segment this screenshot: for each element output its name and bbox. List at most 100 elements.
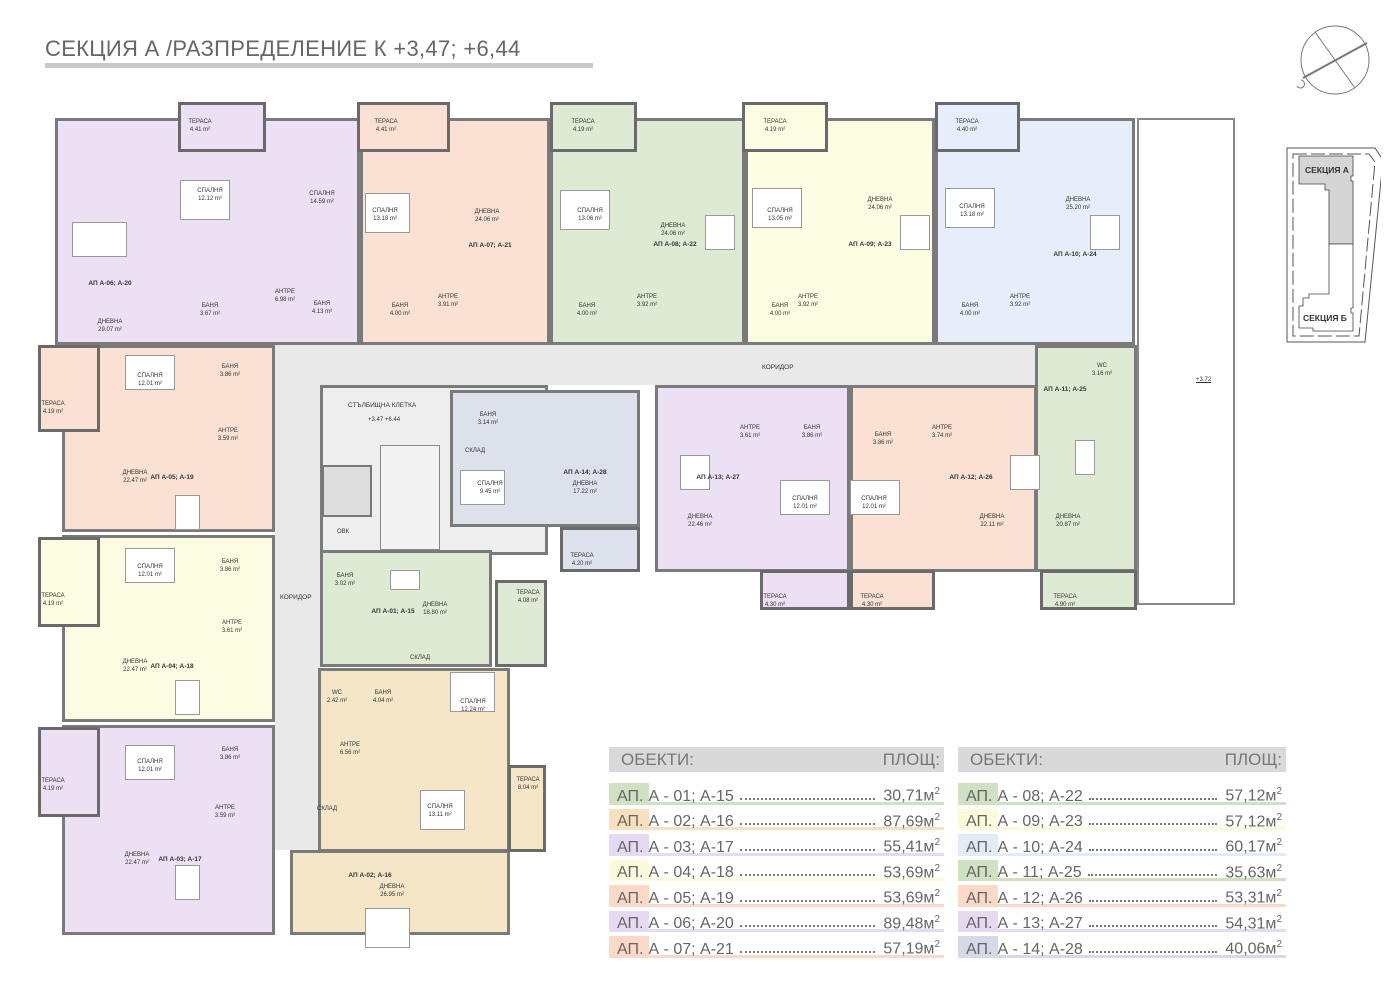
room-area: 22.47 m² xyxy=(123,667,147,673)
room-name: ДНЕВНА xyxy=(1055,514,1081,520)
legend-area-value: 53,31м xyxy=(1225,889,1277,907)
room-area: 24.06 m² xyxy=(661,231,685,237)
terrace xyxy=(935,102,1020,152)
room-name: БАНЯ xyxy=(221,364,239,370)
room-name: СКЛАД xyxy=(464,448,486,454)
dining-table xyxy=(900,215,930,250)
room-name: ТЕРАСА xyxy=(516,590,540,596)
legend-underline xyxy=(958,878,1286,881)
apartment-label: АП А-08; А-22 xyxy=(653,241,697,248)
terrace xyxy=(38,345,100,432)
legend-header-objects: ОБЕКТИ: xyxy=(621,749,694,769)
bed xyxy=(945,188,995,228)
bed xyxy=(460,470,505,505)
legend-swatch xyxy=(609,885,649,905)
legend-swatch xyxy=(609,783,649,803)
room-area: 18.80 m² xyxy=(423,610,447,616)
legend-leader xyxy=(1088,950,1218,953)
legend-area: 40,06м2 xyxy=(1225,939,1282,958)
room-area: 3.74 m² xyxy=(931,433,953,439)
legend-leader xyxy=(739,823,876,825)
legend-row: АП. А - 02; А-16 87,69м2 xyxy=(609,806,944,832)
room-area: 4.00 m² xyxy=(576,311,598,317)
legend-leader xyxy=(1088,797,1218,800)
room-name: ДНЕВНА xyxy=(979,514,1005,520)
room-name: СПАЛНЯ xyxy=(861,496,887,502)
room-name: СПАЛНЯ xyxy=(792,496,818,502)
room-name: ДНЕВНА xyxy=(422,602,448,608)
corridor-label: КОРИДОР xyxy=(280,594,312,601)
legend-area: 53,69м2 xyxy=(883,888,940,907)
room-area: 3.14 m² xyxy=(477,420,499,426)
room-area: 4.00 m² xyxy=(769,311,791,317)
room-area: 24.06 m² xyxy=(868,205,892,211)
roof-terrace xyxy=(1137,118,1235,605)
dining-table xyxy=(390,570,420,590)
room-name: СПАЛНЯ xyxy=(460,699,486,705)
room-name: СПАЛНЯ xyxy=(137,759,163,765)
room-area: 12.01 m² xyxy=(138,572,162,578)
bed xyxy=(125,745,175,780)
room-area: 13.05 m² xyxy=(768,216,792,222)
dining-table xyxy=(175,495,200,530)
legend-area: 87,69м2 xyxy=(883,812,940,831)
room-name: ДНЕВНА xyxy=(124,852,150,858)
level-mark: +3.47 +6.44 xyxy=(368,417,401,423)
legend-row: АП. А - 04; А-18 53,69м2 xyxy=(609,857,944,883)
apartment-label: АП А-02; А-16 xyxy=(348,872,392,879)
legend-leader xyxy=(739,950,876,953)
legend-name: А - 05; А-19 xyxy=(648,889,734,907)
legend-underline xyxy=(958,852,1286,856)
room-area: 4.40 m² xyxy=(956,127,978,133)
room-area: 3.67 m² xyxy=(199,311,221,317)
room-area: 12.01 m² xyxy=(138,767,162,773)
legend-area: 55,41м2 xyxy=(883,837,940,856)
legend-leader xyxy=(1088,925,1218,927)
room-area: 4.30 m² xyxy=(861,602,883,608)
apartment-label: АП А-14; А-28 xyxy=(563,469,607,476)
dining-table xyxy=(72,222,127,257)
room-area: 29.07 m² xyxy=(98,327,122,333)
legend-area: 35,63м2 xyxy=(1225,863,1282,882)
legend-underline xyxy=(609,801,944,805)
legend-area-value: 53,69м xyxy=(883,889,935,907)
legend-code: АП. xyxy=(617,787,644,805)
room-name: ДНЕВНА xyxy=(660,223,686,229)
room-area: 3.86 m² xyxy=(801,433,823,439)
terrace xyxy=(38,727,100,817)
legend-leader xyxy=(1088,823,1218,825)
room-name: ТЕРАСА xyxy=(41,593,65,599)
legend-area: 53,31м2 xyxy=(1225,888,1282,907)
legend-name: А - 13; А-27 xyxy=(997,915,1083,932)
room-area: 26.95 m² xyxy=(380,892,404,898)
legend-row: АП. А - 12; А-26 53,31м2 xyxy=(958,882,1286,908)
legend-name: А - 10; А-24 xyxy=(997,838,1083,856)
room-area: 3.59 m² xyxy=(214,813,236,819)
room-area: 12.01 m² xyxy=(862,504,886,510)
room-area: 3.59 m² xyxy=(217,436,239,442)
dining-table xyxy=(175,865,200,900)
apartment-label: АП А-04; А-18 xyxy=(150,663,194,670)
terrace xyxy=(560,527,640,572)
room-area: 4.20 m² xyxy=(571,561,593,567)
room-area: 3.86 m² xyxy=(219,755,241,761)
legend-code: АП. xyxy=(966,787,993,805)
room-name: ТЕРАСА xyxy=(570,553,594,559)
bed xyxy=(365,193,410,233)
